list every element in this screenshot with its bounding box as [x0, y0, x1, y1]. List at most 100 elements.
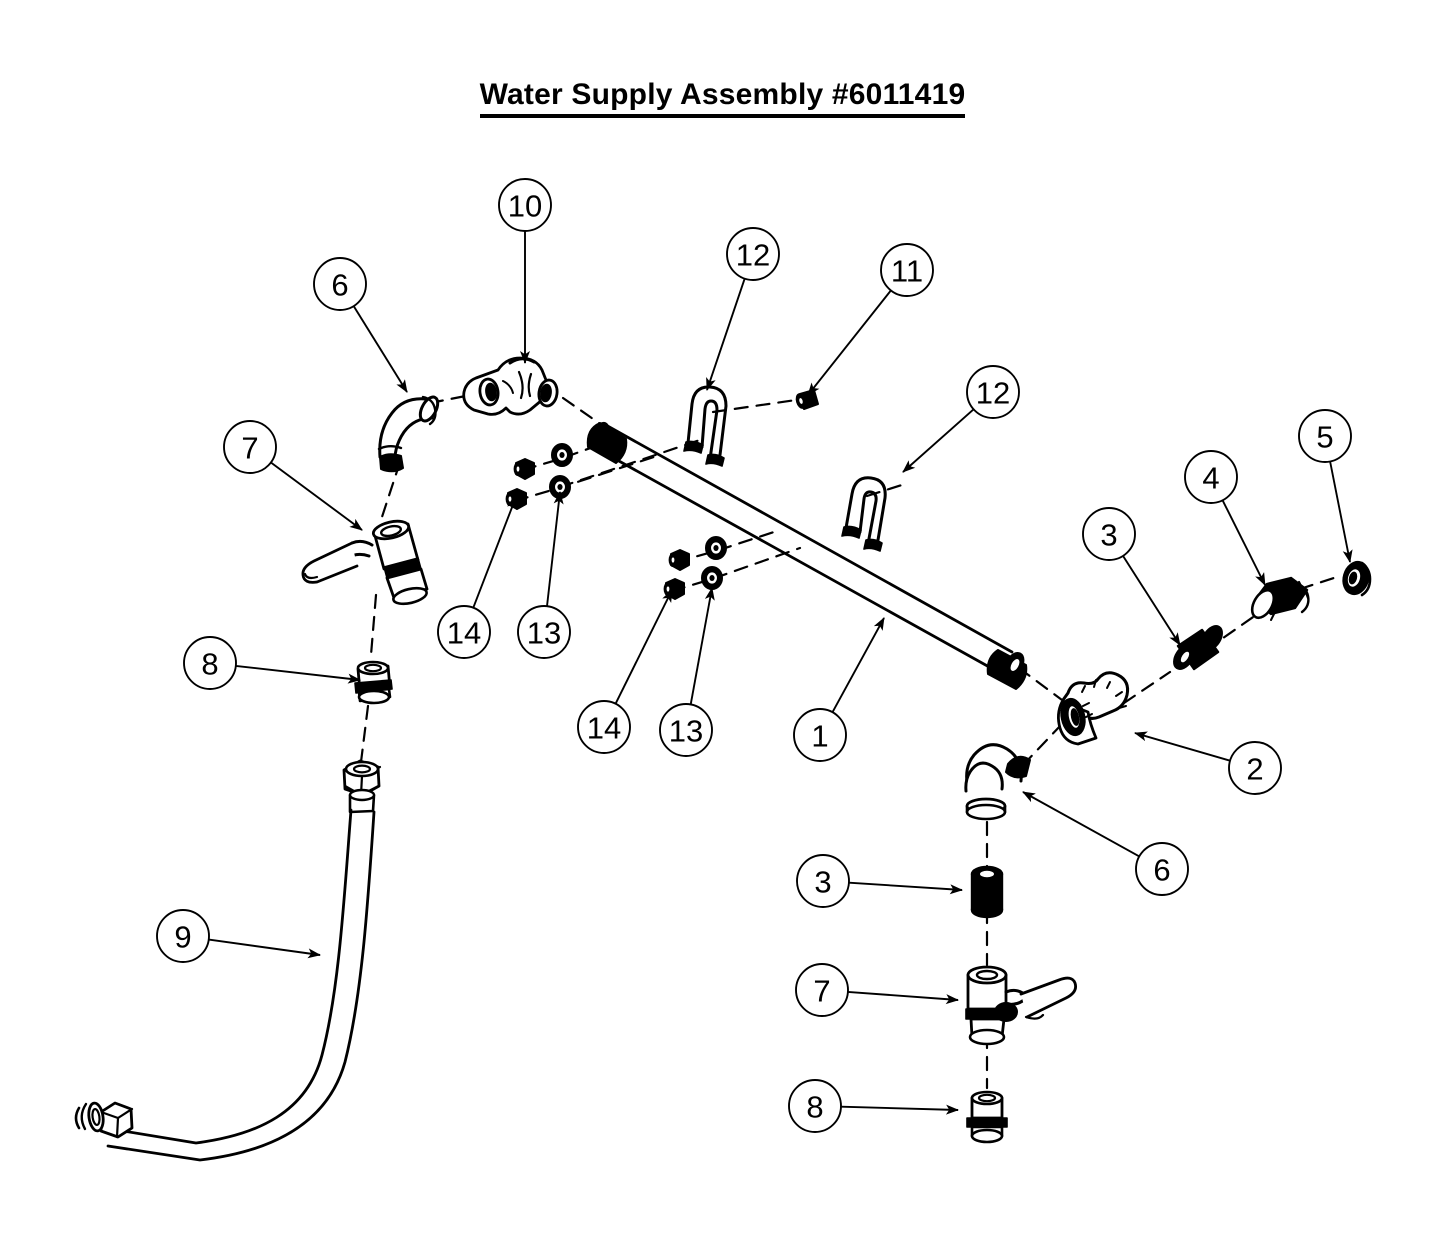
part-4-hex-coupling	[1250, 576, 1310, 621]
part-8-hose-adapter-left	[354, 660, 393, 705]
part-14-hex-nut-upper	[513, 458, 535, 480]
leader-line	[614, 589, 673, 705]
balloon-number: 5	[1316, 420, 1333, 455]
page-title-text: Water Supply Assembly #6011419	[479, 79, 966, 118]
balloon-circle[interactable]	[577, 700, 631, 754]
leader-line	[352, 305, 408, 393]
part-13-flat-washer-upper	[551, 443, 573, 467]
callout-balloon-3-nipple-lower[interactable]: 3	[796, 854, 963, 908]
part-14-hex-nut-pipe-lower	[663, 578, 685, 600]
balloon-circle[interactable]	[880, 243, 934, 297]
balloon-circle[interactable]	[437, 605, 491, 659]
leader-line	[1134, 731, 1231, 762]
balloon-circle[interactable]	[156, 909, 210, 963]
callout-balloon-5-plug-cap[interactable]: 5	[1298, 409, 1353, 563]
part-14-hex-nut-lower	[505, 488, 527, 510]
callout-layer: 10 6 12 11 12 5 4 3 7 14 13 14 13 1 8 2 6 9 3 7 8	[156, 178, 1353, 1133]
balloon-circle[interactable]	[223, 420, 277, 474]
part-9-flexible-hose	[74, 759, 382, 1162]
balloon-number: 6	[331, 268, 348, 303]
balloon-circle[interactable]	[1184, 450, 1238, 504]
callout-balloon-13-flat-washer-upper[interactable]: 13	[517, 491, 571, 659]
part-10-street-elbow	[462, 356, 559, 416]
balloon-number: 14	[447, 616, 481, 651]
balloon-number: 14	[587, 711, 621, 746]
balloon-number: 3	[1100, 518, 1117, 553]
leader-line	[546, 491, 564, 607]
part-7-ball-valve-right	[965, 965, 1077, 1046]
callout-balloon-9-flexible-hose[interactable]: 9	[156, 909, 321, 963]
callout-balloon-4-hex-coupling[interactable]: 4	[1184, 450, 1266, 586]
leader-line	[689, 587, 715, 705]
callout-balloon-10-street-elbow-tee-fitting[interactable]: 10	[498, 178, 552, 364]
balloon-number: 10	[508, 189, 542, 224]
part-6-elbow-right	[964, 743, 1031, 821]
callout-balloon-14-hex-nut-upper[interactable]: 14	[437, 496, 517, 659]
part-13-flat-washer-pipe-upper	[705, 536, 727, 560]
leader-line	[847, 990, 959, 1005]
balloon-circle[interactable]	[726, 227, 780, 281]
callout-balloon-1-long-pipe[interactable]: 1	[793, 617, 885, 762]
callout-balloon-7-ball-valve-left[interactable]: 7	[223, 420, 363, 531]
balloon-number: 12	[736, 238, 770, 273]
callout-balloon-6-elbow-right[interactable]: 6	[1022, 791, 1189, 896]
balloon-circle[interactable]	[796, 854, 850, 908]
balloon-circle[interactable]	[183, 636, 237, 690]
balloon-number: 2	[1246, 752, 1263, 787]
balloon-circle[interactable]	[517, 605, 571, 659]
leader-line	[831, 617, 885, 713]
leader-line	[1022, 791, 1140, 858]
balloon-number: 13	[527, 616, 561, 651]
part-2-tee-fitting	[1057, 671, 1130, 746]
balloon-number: 1	[811, 719, 828, 754]
leader-line	[840, 1104, 959, 1115]
callout-balloon-8-hose-adapter-right[interactable]: 8	[788, 1079, 959, 1133]
balloon-number: 12	[976, 376, 1010, 411]
part-6-elbow-left	[377, 395, 440, 473]
balloon-circle[interactable]	[1298, 409, 1352, 463]
part-12-u-bolt-upper	[683, 385, 728, 467]
balloon-circle[interactable]	[1135, 842, 1189, 896]
callout-balloon-7-ball-valve-right[interactable]: 7	[795, 963, 959, 1017]
balloon-number: 3	[814, 865, 831, 900]
callout-balloon-14-hex-nut-lower[interactable]: 14	[577, 589, 673, 754]
leader-line	[270, 461, 363, 531]
balloon-number: 4	[1202, 461, 1219, 496]
balloon-number: 11	[891, 254, 923, 289]
leader-line	[902, 408, 975, 473]
leader-line	[1329, 461, 1353, 563]
callout-balloon-13-flat-washer-lower[interactable]: 13	[659, 587, 715, 757]
leader-line	[807, 289, 892, 396]
balloon-number: 7	[241, 431, 258, 466]
callout-balloon-3-nipple-right[interactable]: 3	[1082, 507, 1181, 646]
leader-line	[848, 881, 963, 895]
balloon-circle[interactable]	[659, 703, 713, 757]
balloon-number: 8	[806, 1090, 823, 1125]
leader-line	[706, 278, 746, 391]
balloon-number: 8	[201, 647, 218, 682]
part-3-nipple-lower	[970, 865, 1004, 919]
balloon-circle[interactable]	[795, 963, 849, 1017]
callout-balloon-11-spacer-sleeve[interactable]: 11	[807, 243, 934, 396]
leader-line	[235, 664, 361, 684]
balloon-circle[interactable]	[793, 708, 847, 762]
part-11-spacer-sleeve	[795, 389, 819, 410]
balloon-number: 13	[669, 714, 703, 749]
balloon-circle[interactable]	[788, 1079, 842, 1133]
callout-balloon-6-elbow-left[interactable]: 6	[313, 257, 408, 393]
callout-balloon-12-u-bolt-upper[interactable]: 12	[706, 227, 780, 391]
balloon-circle[interactable]	[313, 257, 367, 311]
callout-balloon-8-hose-adapter-left[interactable]: 8	[183, 636, 361, 690]
balloon-circle[interactable]	[1228, 741, 1282, 795]
callout-balloon-12-u-bolt-lower[interactable]: 12	[902, 365, 1020, 473]
callout-balloon-2-tee-fitting[interactable]: 2	[1134, 731, 1282, 795]
balloon-circle[interactable]	[1082, 507, 1136, 561]
leader-line	[472, 496, 517, 609]
part-8-hose-adapter-right	[966, 1090, 1008, 1144]
balloon-circle[interactable]	[966, 365, 1020, 419]
balloon-number: 6	[1153, 853, 1170, 888]
part-14-hex-nut-pipe-upper	[668, 549, 690, 571]
leader-line	[208, 938, 321, 959]
balloon-circle[interactable]	[498, 178, 552, 232]
